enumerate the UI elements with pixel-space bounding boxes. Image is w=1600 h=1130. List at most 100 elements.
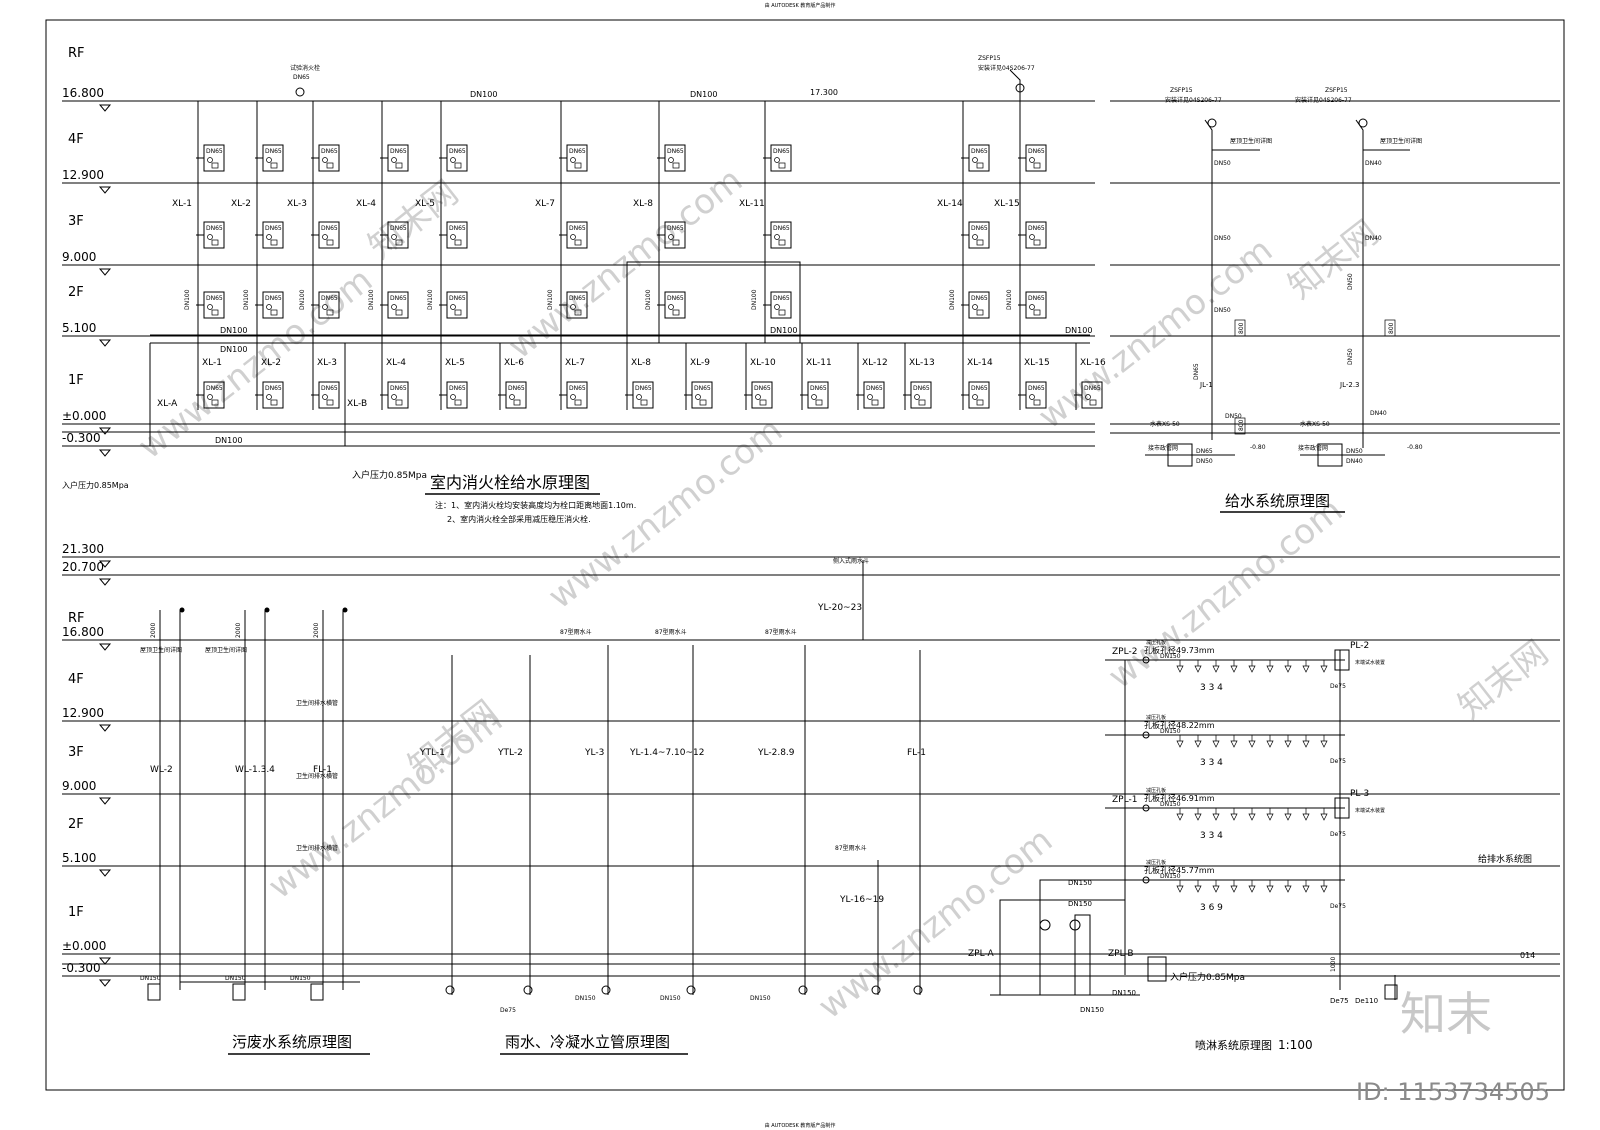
hydrant-icon <box>509 394 515 400</box>
hose-reel-icon <box>211 399 219 406</box>
svg-text:DN50: DN50 <box>1347 348 1354 365</box>
orifice-label: 孔板孔径46.91mm <box>1144 793 1215 803</box>
hose-reel-icon <box>454 162 462 169</box>
hydrant-icon <box>391 304 397 310</box>
rain-riser-label: YL-1.4~7.10~12 <box>629 748 705 758</box>
hose-reel-icon <box>759 399 767 406</box>
riser-label: XL-16 <box>1080 358 1106 368</box>
cabinet-size: DN65 <box>810 385 827 392</box>
hose-reel-icon <box>395 239 403 246</box>
cabinet-size: DN65 <box>321 295 338 302</box>
cabinet-size: DN65 <box>694 385 711 392</box>
drain-riser-label: FL-1 <box>313 765 332 775</box>
outlet-icon <box>871 985 881 995</box>
hose-reel-icon <box>672 239 680 246</box>
riser-label: XL-5 <box>415 199 435 209</box>
hose-reel-icon <box>574 309 582 316</box>
riser-label: XL-10 <box>750 358 776 368</box>
svg-text:800: 800 <box>1238 419 1245 431</box>
supply-meter-box-a <box>1167 443 1193 467</box>
elevation-label: 12.900 <box>62 168 104 182</box>
svg-text:800: 800 <box>1388 322 1395 334</box>
pl-label: PL-3 <box>1350 789 1369 799</box>
drain-size: De75 <box>1330 758 1346 765</box>
hydrant-icon <box>755 394 761 400</box>
hydrant-title: 室内消火栓给水原理图 <box>430 473 590 492</box>
sprinkler-scale: 1:100 <box>1278 1038 1313 1052</box>
hose-reel-icon <box>326 239 334 246</box>
sprinkler-title: 喷淋系统原理图 <box>1195 1039 1272 1052</box>
pressure-left: 入户压力0.85Mpa <box>62 480 129 490</box>
elevation-label: 9.000 <box>62 779 96 793</box>
riser-label: XL-6 <box>504 358 524 368</box>
vent-cap-icon <box>264 607 270 613</box>
sprinkler-pipe-size: DN150 <box>1160 873 1181 880</box>
roof-valve-code: ZSFP15 <box>978 55 1001 62</box>
cabinet-size: DN65 <box>390 225 407 232</box>
hose-reel-icon <box>1089 399 1097 406</box>
cabinet-size: DN65 <box>390 295 407 302</box>
cabinet-size: DN65 <box>390 148 407 155</box>
orifice-type: 减压孔板 <box>1146 787 1166 794</box>
sprinkler-head-icon <box>1212 813 1220 821</box>
riser-size: DN100 <box>949 289 956 310</box>
vent-cap-icon <box>179 607 185 613</box>
cabinet-size: DN65 <box>508 385 525 392</box>
supply-riser-a <box>1204 119 1213 440</box>
elevation-marker <box>98 427 112 435</box>
riser-label: XL-3 <box>317 358 337 368</box>
sprinkler-head-icon <box>1302 813 1310 821</box>
sprinkler-head-icon <box>1194 813 1202 821</box>
cabinet-size: DN65 <box>913 385 930 392</box>
hydrant-icon <box>450 304 456 310</box>
outlet-size: De75 <box>500 1007 516 1014</box>
elevation-label: 16.800 <box>62 625 104 639</box>
elevation-marker <box>98 268 112 276</box>
hopper-label: 87型雨水斗 <box>560 628 592 636</box>
cabinet-size: DN65 <box>773 148 790 155</box>
supply-valve-note-a: 安装详见04S206-77 <box>1165 96 1222 104</box>
sprinkler-pipe-size: DN150 <box>1160 801 1181 808</box>
drain-size: De110 <box>1355 997 1378 1005</box>
sprinkler-head-icon <box>1248 665 1256 673</box>
hose-reel-icon <box>326 399 334 406</box>
cabinet-size: DN65 <box>866 385 883 392</box>
orifice-label: 孔板孔径49.73mm <box>1144 645 1215 655</box>
floor-name: RF <box>68 611 85 626</box>
valve-icon <box>1039 919 1051 931</box>
orifice-icon <box>1142 731 1150 739</box>
elevation-marker <box>98 104 112 112</box>
hose-reel-icon <box>270 309 278 316</box>
sprinkler-head-icon <box>1266 885 1274 893</box>
sprinkler-pipe-size: DN150 <box>1080 1006 1104 1014</box>
zpl-b-label: ZPL-B <box>1108 949 1134 959</box>
riser-size: DN100 <box>184 289 191 310</box>
roof-pipe-size: DN100 <box>690 90 717 99</box>
hose-reel-icon <box>270 162 278 169</box>
riser-label: XL-15 <box>1024 358 1050 368</box>
pump-connector-box <box>1147 956 1167 982</box>
orifice-icon <box>1142 876 1150 884</box>
roof-pipe-size: DN100 <box>470 90 497 99</box>
hose-reel-icon <box>1033 399 1041 406</box>
drain-pipe-size: DN150 <box>140 975 161 982</box>
valve-icon <box>1069 919 1081 931</box>
svg-text:DN40: DN40 <box>1365 160 1382 167</box>
floor-name: 1F <box>68 905 84 920</box>
hydrant-icon <box>695 394 701 400</box>
floor-pipe-size: DN100 <box>1065 326 1092 335</box>
hydrant-icon <box>450 157 456 163</box>
riser-label: XL-2 <box>261 358 281 368</box>
hose-reel-icon <box>326 162 334 169</box>
hydrant-icon <box>668 157 674 163</box>
outlet-icon <box>523 985 533 995</box>
zpl-label: ZPL-1 <box>1112 795 1137 805</box>
sheet-header: 由 AUTODESK 教育版产品制作 <box>765 2 836 9</box>
svg-text:DN65: DN65 <box>1193 363 1200 380</box>
sprinkler-head-icon <box>1194 740 1202 748</box>
zpl-a-label: ZPL-A <box>968 949 994 959</box>
hose-reel-icon <box>454 399 462 406</box>
cabinet-size: DN65 <box>667 295 684 302</box>
supply-meter-b: 水表XS-50 <box>1300 420 1330 428</box>
drain-riser-label: WL-2 <box>150 765 173 775</box>
